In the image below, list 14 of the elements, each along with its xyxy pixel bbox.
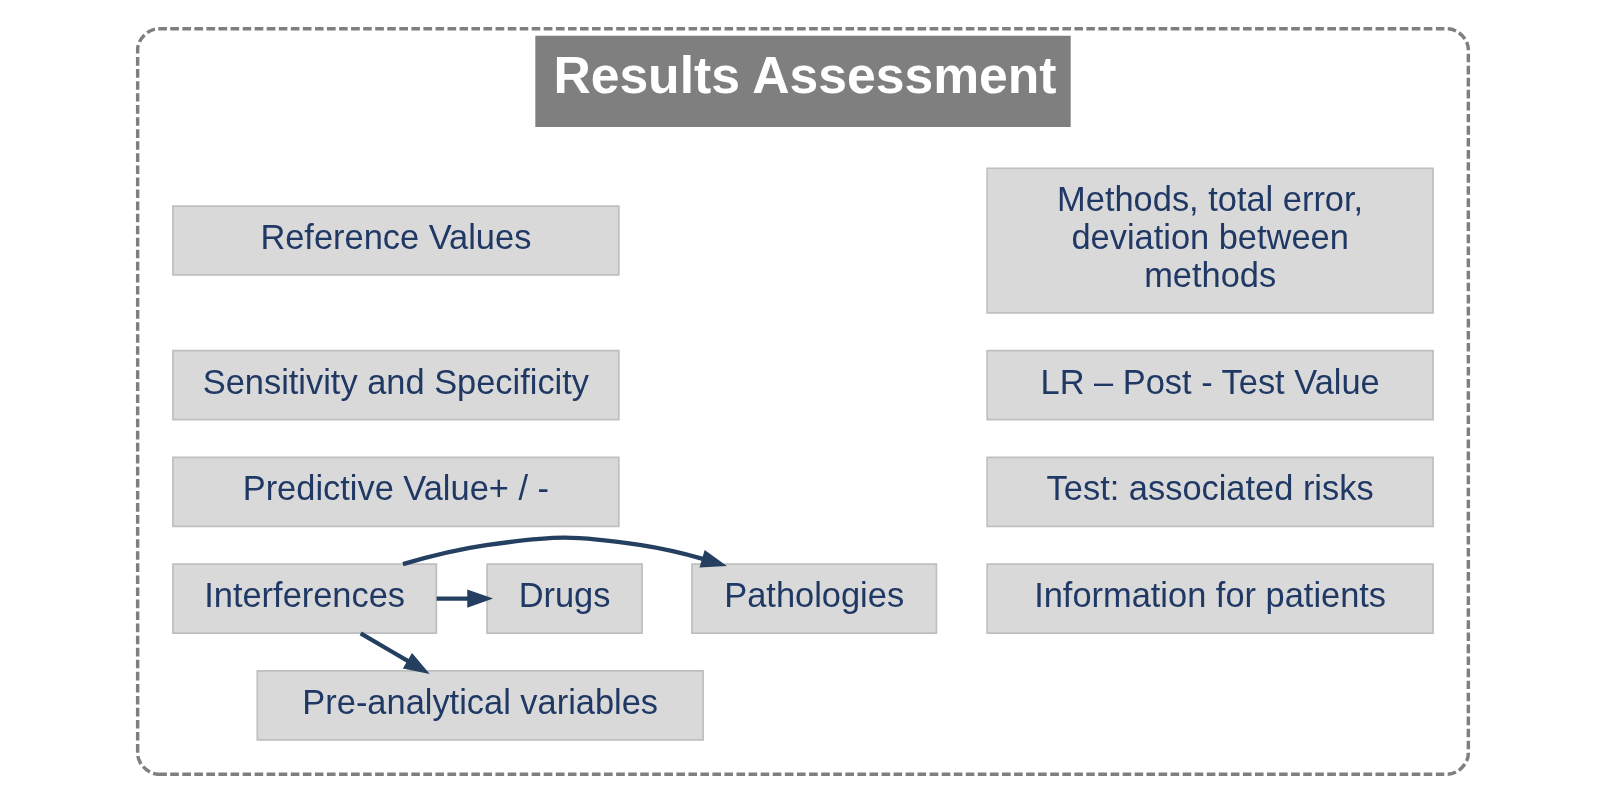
node-box: Drugs [486, 563, 643, 634]
arrow [402, 535, 727, 568]
node-box: Predictive Value+ / - [172, 456, 620, 528]
node-box: Pathologies [691, 563, 938, 634]
node-box: Reference Values [172, 205, 620, 276]
node-box: Interferences [172, 563, 438, 634]
node-box: Information for patients [986, 563, 1434, 634]
node-box: Test: associated risks [986, 456, 1434, 528]
arrow [359, 631, 430, 674]
node-box: Pre-analytical variables [256, 670, 704, 741]
node-box: LR – Post - Test Value [986, 349, 1434, 421]
arrow [436, 589, 494, 608]
node-box: Methods, total error, deviation between methods [986, 167, 1434, 314]
node-box: Sensitivity and Specificity [172, 349, 620, 421]
